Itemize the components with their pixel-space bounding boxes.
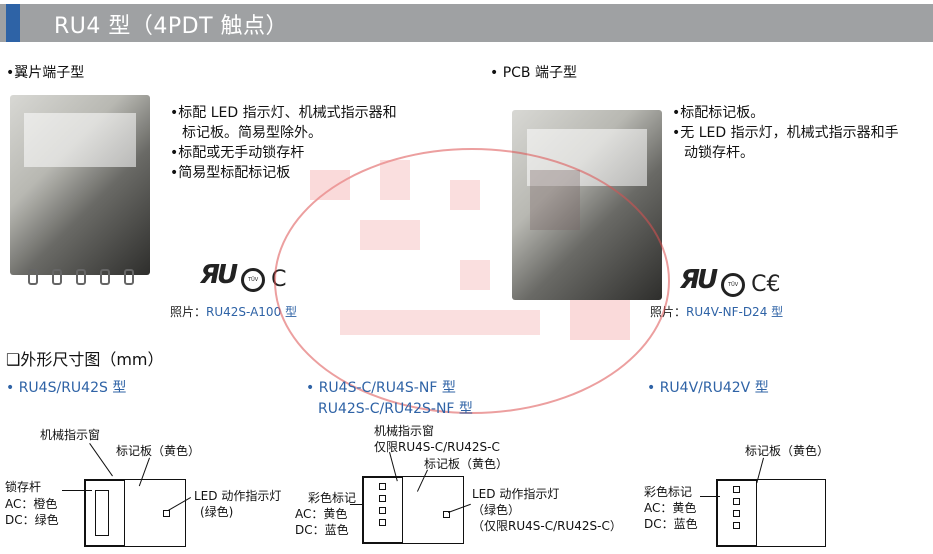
relay-outline-3 [716, 479, 826, 547]
list-item: •标配 LED 指示灯、机械式指示器和 [170, 105, 397, 121]
tuv-mark-icon: TÜV [721, 272, 746, 297]
list-item: •标配标记板。 [672, 105, 765, 121]
label-mechanical-window: 机械指示窗 [374, 424, 435, 438]
label-dc-color: DC：绿色 [5, 513, 59, 527]
label-ac-color: AC：黄色 [295, 507, 348, 521]
list-item: 标记板。简易型除外。 [182, 125, 322, 141]
section-pcb-terminal: • PCB 端子型 [490, 65, 577, 81]
label-marking-plate: 标记板（黄色） [424, 457, 509, 471]
label-dc-color: DC：蓝色 [295, 523, 349, 537]
label-marking-plate: 标记板（黄色） [116, 444, 201, 458]
label-dc-color: DC：蓝色 [644, 517, 698, 531]
label-mechanical-window: 机械指示窗 [40, 428, 101, 442]
page-title: RU4 型（4PDT 触点） [54, 14, 289, 39]
dimensions-title: ❑外形尺寸图（mm） [6, 350, 164, 369]
list-item: •简易型标配标记板 [170, 165, 291, 181]
section-flag-terminal: •翼片端子型 [6, 65, 85, 81]
relay-photo-left [10, 95, 150, 285]
model-ru42s-c-nf: RU42S-C/RU42S-NF 型 [318, 401, 473, 417]
label-led-color: (绿色) [200, 505, 234, 519]
label-ac-color: AC：黄色 [644, 501, 697, 515]
label-led-color: （绿色） [472, 503, 521, 517]
page-header: RU4 型（4PDT 触点） [0, 4, 933, 42]
ce-mark-icon: C€ [751, 272, 781, 297]
photo-caption-right: 照片：RU4V-NF-D24 型 [650, 305, 784, 319]
list-item: •标配或无手动锁存杆 [170, 145, 305, 161]
label-led-indicator: LED 动作指示灯 [194, 489, 282, 503]
ul-mark-icon: ЯU [680, 265, 718, 295]
model-ru4s-c-nf: • RU4S-C/RU4S-NF 型 [306, 380, 456, 396]
right-feature-list: •标配标记板。 •无 LED 指示灯，机械式指示器和手 动锁存杆。 [672, 103, 899, 163]
label-latch-lever: 锁存杆 [5, 480, 42, 494]
photo-caption-left: 照片：RU42S-A100 型 [170, 305, 298, 319]
label-led-indicator: LED 动作指示灯 [472, 487, 560, 501]
label-color-marker: 彩色标记 [644, 485, 693, 499]
label-led-models: （仅限RU4S-C/RU42S-C） [472, 519, 622, 533]
label-marking-plate: 标记板（黄色） [745, 444, 830, 458]
tuv-mark-icon: TÜV [241, 267, 266, 292]
left-feature-list: •标配 LED 指示灯、机械式指示器和 标记板。简易型除外。 •标配或无手动锁存… [170, 103, 397, 183]
label-only-models: 仅限RU4S-C/RU42S-C [374, 440, 500, 454]
model-ru4v-ru42v: • RU4V/RU42V 型 [647, 380, 769, 396]
model-ru4s-ru42s: • RU4S/RU42S 型 [6, 380, 127, 396]
label-ac-color: AC：橙色 [5, 497, 58, 511]
label-color-marker: 彩色标记 [308, 491, 357, 505]
relay-outline-1 [84, 479, 186, 547]
ul-mark-icon: ЯU [200, 260, 238, 290]
relay-outline-2 [362, 476, 464, 544]
watermark-stamp [274, 148, 670, 414]
header-accent-bar [6, 4, 20, 42]
mosaic-watermark [300, 160, 660, 360]
list-item: •无 LED 指示灯，机械式指示器和手 [672, 125, 899, 141]
list-item: 动锁存杆。 [684, 145, 754, 161]
